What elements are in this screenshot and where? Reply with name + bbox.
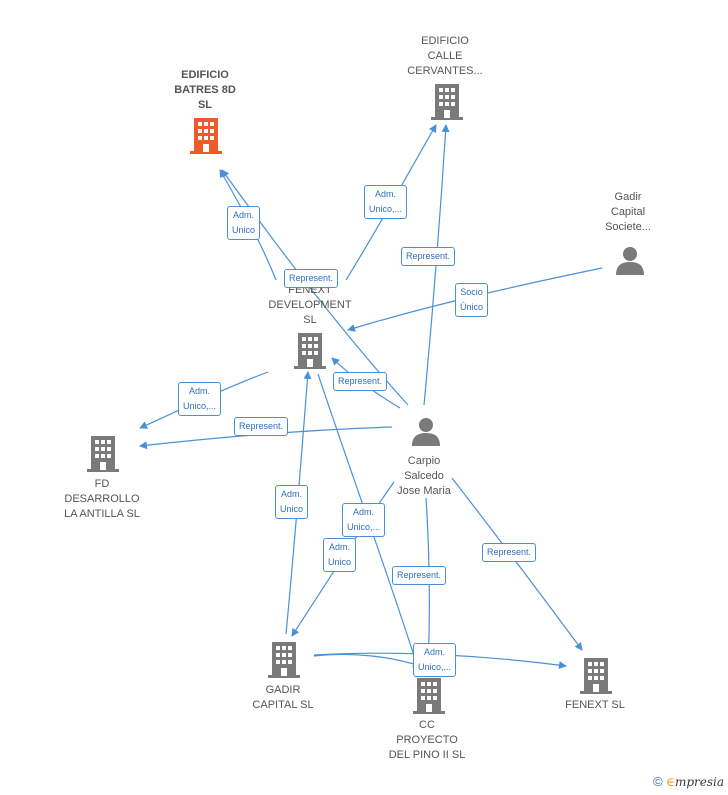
person-icon[interactable]	[614, 245, 646, 277]
edge-gadircap-cc	[313, 653, 421, 668]
edge-label-adm-unico[interactable]: Adm. Unico,...	[413, 643, 457, 677]
node-label-fenext: FENEXT SL	[565, 699, 625, 711]
edge-label-adm-unico[interactable]: Adm. Unico,...	[364, 185, 408, 219]
edge-label-represent[interactable]: Represent.	[333, 372, 388, 391]
edge-label-adm-unico[interactable]: Adm. Unico,...	[178, 382, 222, 416]
edge-label-socio-unico[interactable]: Socio Único	[455, 283, 489, 317]
node-label-carpio: Carpio Salcedo Jose Maria	[397, 455, 451, 497]
node-label-fd-desarrollo: FD DESARROLLO LA ANTILLA SL	[64, 478, 140, 520]
node-label-batres: EDIFICIO BATRES 8D SL	[174, 69, 236, 111]
node-label-cervantes: EDIFICIO CALLE CERVANTES...	[407, 35, 483, 77]
edge-carpio-fenext	[451, 477, 583, 651]
node-label-fenext-dev: FENEXT DEVELOPMENT SL	[268, 284, 352, 326]
footer-brand: © ∈mpresia	[653, 774, 724, 789]
building-icon[interactable]	[268, 642, 300, 678]
edge-label-represent[interactable]: Represent.	[284, 269, 339, 288]
node-label-gadir-capital-soc: Gadir Capital Societe...	[605, 191, 651, 233]
edge-label-represent[interactable]: Represent.	[234, 417, 289, 436]
person-icon[interactable]	[410, 416, 442, 448]
edge-label-represent[interactable]: Represent.	[401, 247, 456, 266]
edge-label-represent[interactable]: Represent.	[482, 543, 537, 562]
brand-logo-e: ∈	[666, 775, 675, 789]
edge-label-adm-unico[interactable]: Adm. Unico,...	[342, 503, 386, 537]
edge-label-adm-unico[interactable]: Adm. Unico	[323, 538, 357, 572]
building-icon[interactable]	[87, 436, 119, 472]
edge-label-adm-unico[interactable]: Adm. Unico	[275, 485, 309, 519]
building-icon[interactable]	[431, 84, 463, 120]
edge-carpio-cervantes	[423, 124, 450, 406]
node-label-cc-proyecto: CC PROYECTO DEL PINO II SL	[388, 719, 466, 761]
node-label-gadir-capital: GADIR CAPITAL SL	[252, 684, 314, 711]
building-icon[interactable]	[294, 333, 326, 369]
building-icon[interactable]	[190, 118, 222, 154]
copyright-symbol: ©	[653, 774, 663, 789]
edge-label-represent[interactable]: Represent.	[392, 566, 447, 585]
edge-label-adm-unico[interactable]: Adm. Unico	[227, 206, 261, 240]
building-icon[interactable]	[580, 658, 612, 694]
building-icon[interactable]	[413, 678, 445, 714]
brand-name: mpresia	[674, 775, 724, 789]
